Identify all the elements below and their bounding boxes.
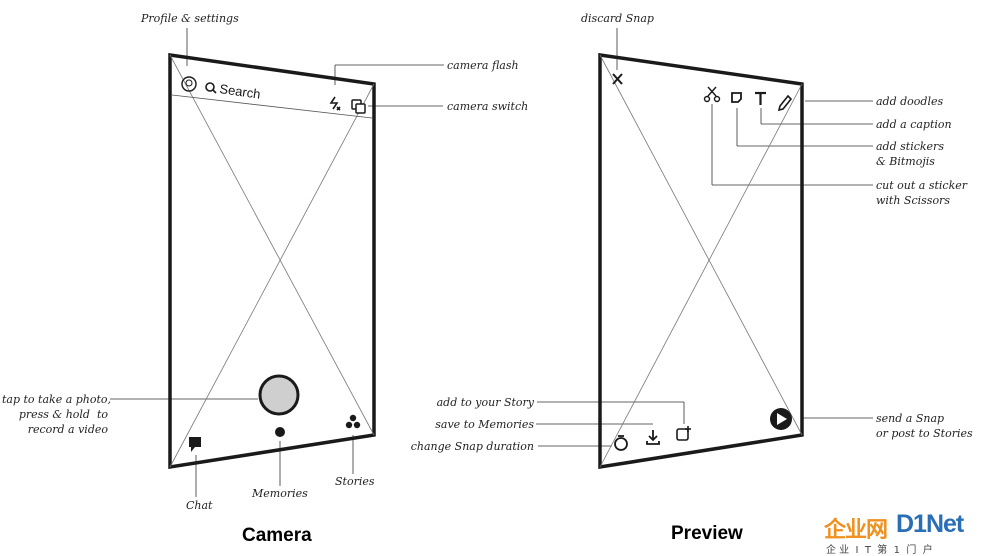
camera-caption: Camera — [242, 525, 312, 546]
search-icon[interactable] — [205, 82, 217, 94]
memories-button[interactable] — [275, 427, 285, 437]
watermark-brand-cn: 企业网 — [824, 518, 888, 543]
download-icon[interactable] — [646, 430, 660, 445]
add-story-icon[interactable] — [676, 426, 691, 441]
save-annotation: save to Memories — [435, 418, 534, 431]
stories-annotation: Stories — [335, 475, 375, 488]
profile-icon[interactable] — [181, 76, 197, 92]
watermark-tagline: 企 业 I T 第 1 门 户 — [826, 545, 933, 556]
stories-icon[interactable] — [345, 414, 361, 429]
memories-annotation: Memories — [252, 487, 308, 500]
caption-annotation: add a caption — [876, 118, 952, 131]
duration-annotation: change Snap duration — [410, 440, 534, 453]
camera-switch-annotation: camera switch — [447, 100, 529, 113]
chat-annotation: Chat — [186, 499, 213, 512]
pencil-icon[interactable] — [777, 94, 793, 112]
stickers-annotation: add stickers & Bitmojis — [876, 140, 944, 168]
doodles-annotation: add doodles — [876, 95, 944, 108]
story-annotation: add to your Story — [436, 396, 534, 409]
scissors-icon[interactable] — [703, 86, 721, 103]
flash-off-icon[interactable] — [329, 96, 341, 111]
send-annotation: send a Snap or post to Stories — [876, 412, 973, 440]
profile-settings-annotation: Profile & settings — [141, 12, 239, 25]
timer-icon[interactable] — [614, 435, 628, 451]
capture-button[interactable] — [258, 374, 300, 416]
watermark-brand-en: D1Net — [896, 510, 964, 538]
discard-annotation: discard Snap — [581, 12, 654, 25]
preview-caption: Preview — [671, 523, 743, 544]
caption-icon[interactable] — [755, 91, 766, 105]
preview-phone-frame — [598, 52, 804, 470]
camera-switch-icon[interactable] — [351, 99, 366, 114]
capture-annotation: tap to take a photo, press & hold to rec… — [2, 393, 112, 436]
chat-icon[interactable] — [189, 437, 201, 452]
close-icon[interactable] — [612, 73, 623, 85]
scissors-annotation: cut out a sticker with Scissors — [876, 179, 968, 207]
watermark-logo: 企业网 D1Net 企 业 I T 第 1 门 户 — [824, 510, 982, 556]
send-button[interactable] — [770, 408, 792, 430]
camera-flash-annotation: camera flash — [447, 59, 519, 72]
sticker-icon[interactable] — [731, 92, 742, 103]
search-label[interactable]: Search — [219, 81, 262, 102]
